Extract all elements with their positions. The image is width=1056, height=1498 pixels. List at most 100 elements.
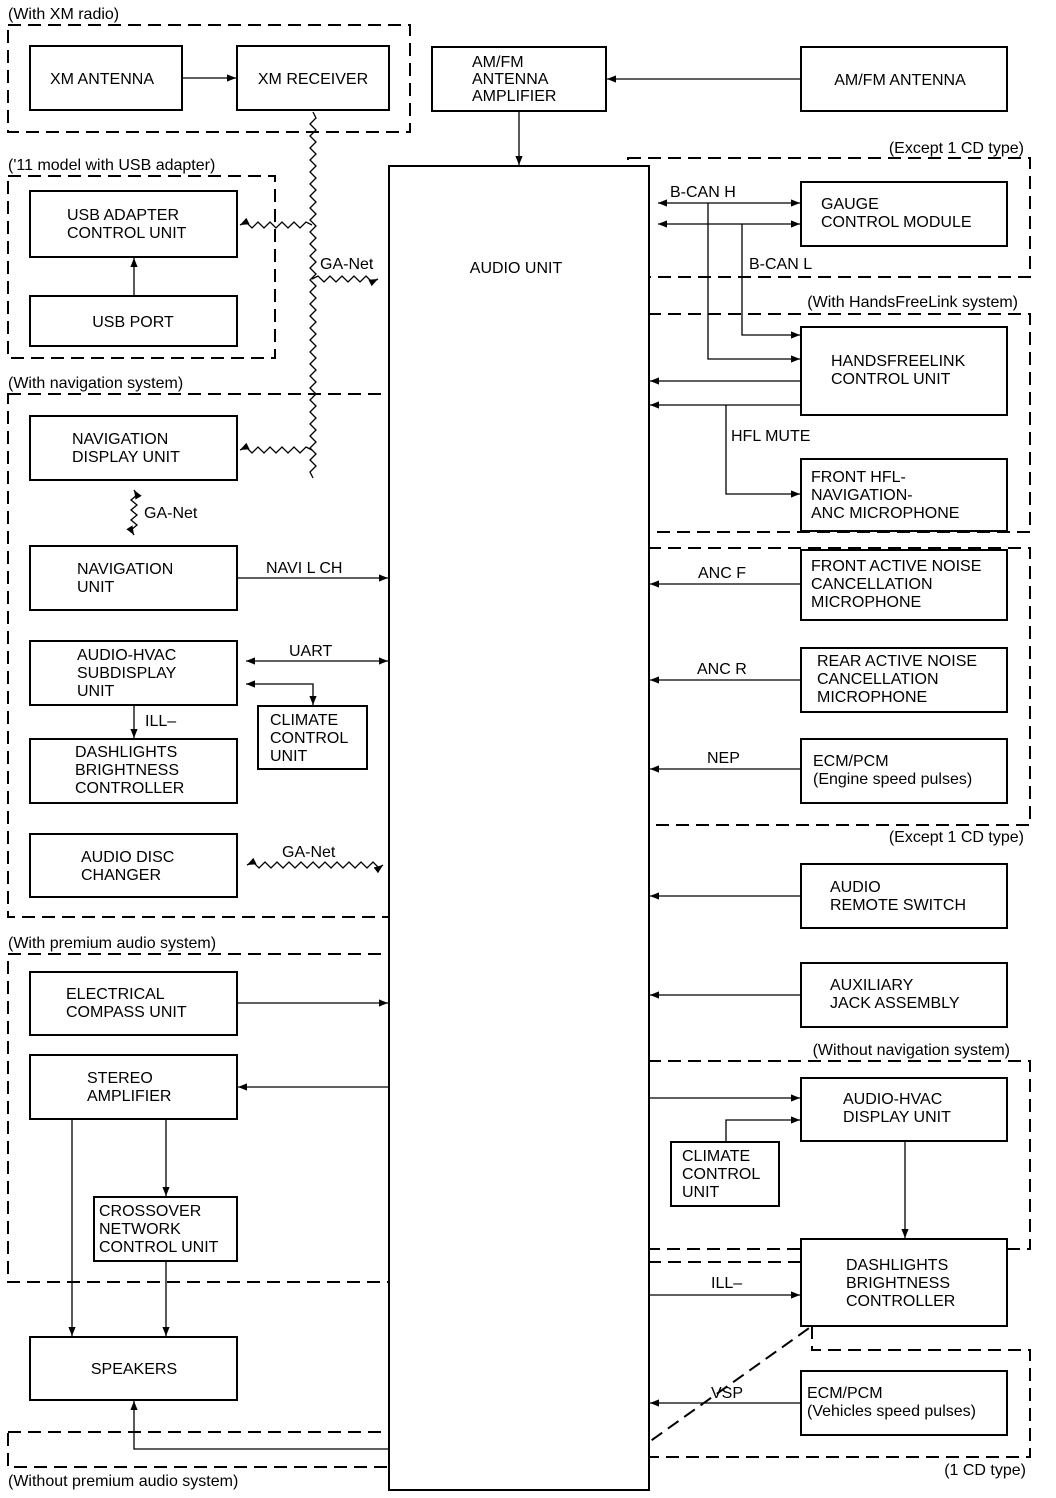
- group-label-nav: (With navigation system): [8, 375, 183, 392]
- line-bcan-h-to-hfl: [707, 203, 800, 363]
- audio-hvac-subdisplay-box: [29, 640, 238, 706]
- amfm-antenna-box: [800, 46, 1008, 112]
- navigation-unit-box: [29, 545, 238, 611]
- audio-hvac-display-unit-label: AUDIO-HVAC DISPLAY UNIT: [843, 1091, 951, 1126]
- rear-anc-microphone-label: REAR ACTIVE NOISE CANCELLATION MICROPHON…: [817, 653, 982, 706]
- group-1cd-type: [624, 1261, 1031, 1458]
- connections: [68, 74, 909, 1450]
- line-hfl-mute: [725, 405, 800, 498]
- navigation-unit-label: NAVIGATION UNIT: [77, 561, 178, 596]
- xm-receiver-box: [236, 45, 390, 111]
- electrical-compass-label: ELECTRICAL COMPASS UNIT: [66, 986, 187, 1021]
- group-label-except-cd-bottom: (Except 1 CD type): [889, 829, 1024, 846]
- line-bcan-l-to-hfl: [741, 224, 800, 339]
- stereo-amplifier-label: STEREO AMPLIFIER: [87, 1070, 171, 1105]
- wave-ganet-usb: [239, 217, 313, 229]
- climate-control-unit-left-box: [257, 705, 368, 770]
- wave-ganet-nav-to-display: [126, 489, 142, 536]
- xm-antenna-box: [29, 45, 183, 111]
- usb-port-label: USB PORT: [92, 314, 174, 331]
- group-without-premium: [7, 1431, 411, 1468]
- dashlights-controller-right-box: [800, 1238, 1008, 1327]
- audio-disc-changer-box: [29, 833, 238, 898]
- signal-navi-lch: NAVI L CH: [266, 560, 342, 577]
- climate-control-unit-left-label: CLIMATE CONTROL UNIT: [270, 712, 352, 765]
- amfm-antenna-amplifier-label: AM/FM ANTENNA AMPLIFIER: [472, 54, 556, 105]
- group-label-except-cd-top: (Except 1 CD type): [889, 140, 1024, 157]
- signal-ganet-disc: GA-Net: [282, 844, 336, 861]
- amfm-antenna-amplifier-box: [431, 46, 607, 112]
- audio-remote-switch-label: AUDIO REMOTE SWITCH: [830, 879, 966, 914]
- ecm-engine-speed-label: ECM/PCM (Engine speed pulses): [813, 753, 972, 788]
- audio-disc-changer-label: AUDIO DISC CHANGER: [81, 849, 179, 884]
- group-label-xm: (With XM radio): [8, 6, 119, 23]
- ecm-vehicle-speed-box: [800, 1370, 1008, 1436]
- stereo-amplifier-box: [29, 1054, 238, 1120]
- gauge-control-module-box: [800, 181, 1008, 247]
- signal-hfl-mute: HFL MUTE: [731, 428, 810, 445]
- navigation-display-unit-box: [29, 415, 238, 481]
- front-hfl-microphone-box: [800, 458, 1008, 532]
- signal-ill-left: ILL–: [145, 713, 176, 730]
- group-xm-radio: [7, 24, 411, 133]
- group-label-premium: (With premium audio system): [8, 935, 216, 952]
- rear-anc-microphone-box: [800, 647, 1008, 713]
- wave-ganet-audio-unit: [311, 275, 379, 287]
- signal-labels: GA-Net GA-Net NAVI L CH UART ILL– GA-Net…: [144, 184, 812, 1402]
- ecm-vehicle-speed-label: ECM/PCM (Vehicles speed pulses): [807, 1385, 976, 1420]
- group-label-hfl: (With HandsFreeLink system): [807, 294, 1018, 311]
- audio-hvac-display-unit-box: [800, 1077, 1008, 1142]
- group-except-cd-bottom: [627, 547, 1031, 826]
- signal-anc-r: ANC R: [697, 661, 747, 678]
- xm-antenna-label: XM ANTENNA: [50, 71, 154, 88]
- gauge-control-module-label: GAUGE CONTROL MODULE: [821, 196, 972, 231]
- amfm-antenna-label: AM/FM ANTENNA: [834, 72, 966, 89]
- wave-ganet-nav-display: [239, 442, 313, 454]
- signal-uart: UART: [289, 643, 332, 660]
- speakers-label: SPEAKERS: [91, 1361, 177, 1378]
- signal-anc-f: ANC F: [698, 565, 746, 582]
- signal-bcan-h: B-CAN H: [670, 184, 736, 201]
- dashlights-controller-right-label: DASHLIGHTS BRIGHTNESS CONTROLLER: [846, 1257, 955, 1310]
- auxiliary-jack-label: AUXILIARY JACK ASSEMBLY: [830, 977, 960, 1012]
- usb-adapter-label: USB ADAPTER CONTROL UNIT: [67, 207, 187, 242]
- signal-nep: NEP: [707, 750, 740, 767]
- front-hfl-microphone-label: FRONT HFL- NAVIGATION- ANC MICROPHONE: [811, 469, 959, 522]
- handsfreelink-control-unit-label: HANDSFREELINK CONTROL UNIT: [831, 353, 970, 388]
- audio-hvac-subdisplay-label: AUDIO-HVAC SUBDISPLAY UNIT: [77, 647, 181, 700]
- signal-ganet-nav: GA-Net: [144, 505, 198, 522]
- signal-ill-right: ILL–: [711, 1275, 742, 1292]
- front-anc-microphone-label: FRONT ACTIVE NOISE CANCELLATION MICROPHO…: [811, 558, 986, 611]
- group-label-usb: ('11 model with USB adapter): [8, 157, 215, 174]
- climate-control-unit-right-label: CLIMATE CONTROL UNIT: [682, 1148, 764, 1201]
- audio-remote-switch-box: [800, 863, 1008, 929]
- electrical-compass-box: [29, 971, 238, 1036]
- handsfreelink-control-unit-box: [800, 326, 1008, 416]
- speakers-box: [29, 1336, 238, 1401]
- signal-vsp: VSP: [711, 1385, 743, 1402]
- usb-adapter-box: [29, 190, 238, 258]
- audio-unit-box: [388, 165, 650, 1491]
- line-audio-to-speakers-direct: [130, 1401, 389, 1450]
- dashlights-controller-left-box: [29, 738, 238, 804]
- crossover-network-label: CROSSOVER NETWORK CONTROL UNIT: [99, 1203, 219, 1256]
- climate-control-unit-right-box: [670, 1141, 780, 1207]
- group-label-without-premium: (Without premium audio system): [8, 1473, 238, 1490]
- line-subdisplay-to-climate: [246, 680, 317, 705]
- audio-unit-label: AUDIO UNIT: [470, 260, 563, 277]
- xm-receiver-label: XM RECEIVER: [258, 71, 368, 88]
- signal-bcan-l: B-CAN L: [749, 256, 812, 273]
- group-label-without-nav: (Without navigation system): [813, 1042, 1010, 1059]
- group-label-1cd: (1 CD type): [944, 1462, 1026, 1479]
- front-anc-microphone-box: [800, 549, 1008, 621]
- wave-ganet-disc-changer: [246, 857, 384, 874]
- usb-port-box: [29, 295, 238, 347]
- signal-ganet-top: GA-Net: [320, 256, 374, 273]
- wave-ganet-vertical: [309, 111, 317, 479]
- auxiliary-jack-box: [800, 962, 1008, 1028]
- line-climate-to-hvac-display: [725, 1116, 800, 1142]
- navigation-display-unit-label: NAVIGATION DISPLAY UNIT: [72, 431, 180, 466]
- ecm-engine-speed-box: [800, 738, 1008, 804]
- dashlights-controller-left-label: DASHLIGHTS BRIGHTNESS CONTROLLER: [75, 744, 184, 797]
